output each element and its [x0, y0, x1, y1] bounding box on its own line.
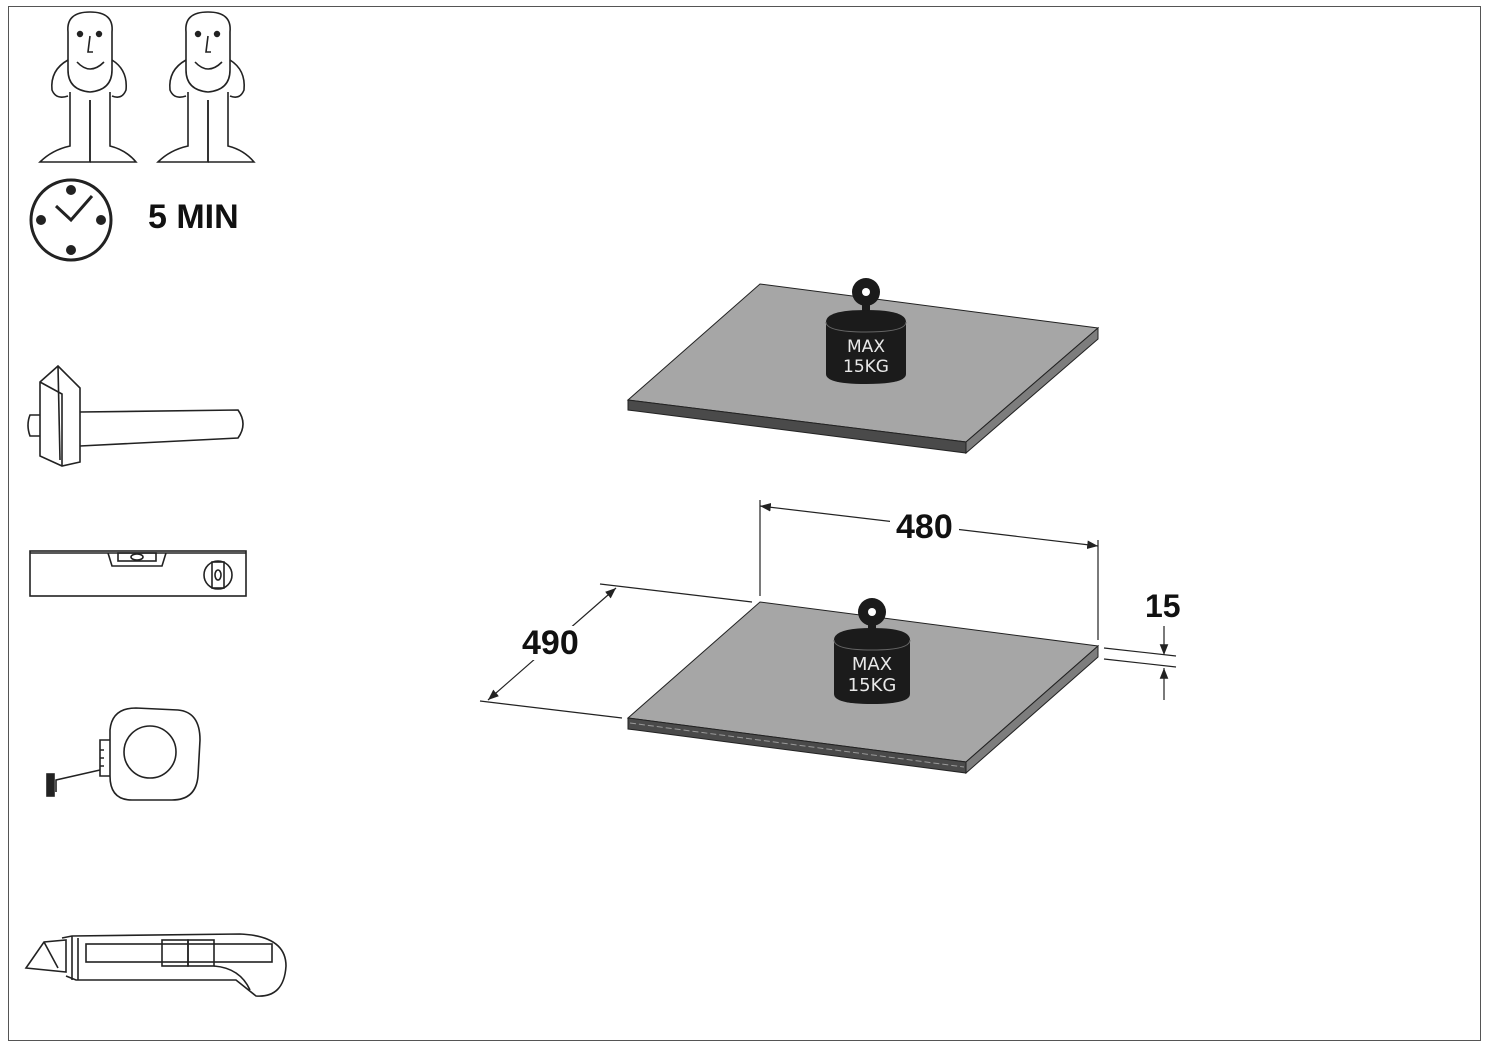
hammer-icon: [27, 364, 244, 467]
utility-knife-icon: [24, 933, 287, 997]
people-icon: [38, 11, 256, 163]
spirit-level-icon: [29, 550, 247, 597]
dimension-thickness: [1103, 626, 1177, 700]
page-frame: [8, 6, 1481, 1041]
assembly-time-label: 5 MIN: [148, 198, 239, 236]
weight-upper-line2: 15KG: [843, 357, 889, 377]
weight-upper-line1: MAX: [847, 337, 885, 357]
clock-icon: [29, 178, 113, 262]
weight-upper: MAX 15KG: [825, 278, 907, 384]
weight-lower: MAX 15KG: [833, 598, 911, 704]
dimension-depth-label: 490: [518, 626, 583, 660]
weight-lower-line1: MAX: [852, 654, 892, 675]
dimension-width-label: 480: [890, 510, 959, 544]
dimension-thickness-label: 15: [1145, 588, 1181, 624]
tape-measure-icon: [46, 707, 201, 801]
weight-lower-line2: 15KG: [848, 675, 897, 696]
